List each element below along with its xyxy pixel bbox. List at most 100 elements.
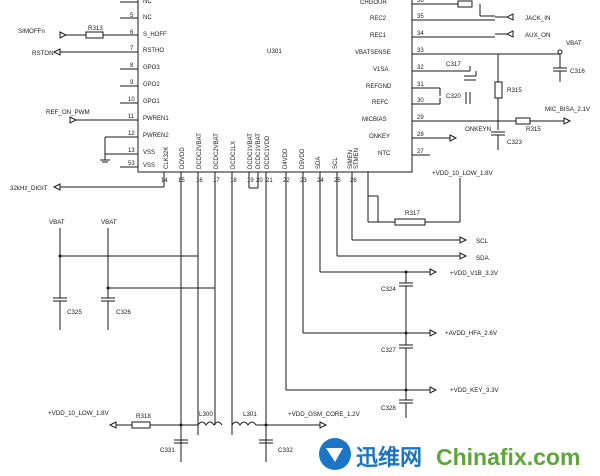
ic-left-pin-name: VSS (143, 150, 155, 156)
ic-left-pin-num: 6 (130, 30, 134, 36)
ic-right-pin-name: V1SA (373, 67, 388, 73)
net-label-key: +VDD_KEY_3.3V (450, 387, 500, 394)
ic-left-pin-num: 53 (128, 161, 135, 167)
arrow-icon (52, 183, 61, 191)
ic-right-pin-num: 31 (417, 82, 424, 88)
ic-left-pin-name: GPO2 (143, 82, 160, 88)
net-label-vdd10-top: +VDD_10_LOW_1.8V (432, 170, 494, 177)
ic-left-pin-num: 9 (130, 80, 134, 86)
ic-left-pin-name: NC (143, 15, 152, 21)
arrow-icon (459, 252, 468, 260)
ic-right-pin-num: 35 (417, 14, 424, 20)
net-label-vdd10-bottom: +VDD_10_LOW_1.8V (48, 410, 110, 417)
part-label-c324: C324 (381, 286, 396, 293)
watermark-backdrop (312, 432, 600, 476)
part-label-c327: C327 (381, 347, 396, 354)
ic-bottom-pin-name: D5VDD (300, 148, 306, 169)
ic-left-pin-num: 5 (130, 13, 134, 19)
vbat-terminal (557, 49, 563, 55)
ic-bottom-pin-num: 22 (283, 178, 290, 184)
part-label-r315-h: R315 (526, 126, 541, 133)
arrow-icon (563, 117, 572, 125)
ic-bottom-pin-num: 14 (161, 178, 168, 184)
ic-right-pin-name: REFC (372, 100, 389, 106)
ic-right-pin-num: 27 (417, 149, 424, 155)
ic-bottom-pin-num: 18 (230, 178, 237, 184)
ic-bottom-pin-num: 17 (213, 178, 220, 184)
arrow-icon (429, 386, 438, 394)
ic-left-pin-num: 10 (128, 97, 135, 103)
ic-right-pin-name: MICBIAS (362, 117, 387, 123)
net-label-clk: 32kHz_DIGIT (10, 185, 48, 192)
part-label-c328: C328 (381, 405, 396, 412)
part-label-c325: C325 (67, 309, 82, 316)
ic-bottom-pin-name: STMEN (354, 148, 360, 169)
arrow-icon (69, 116, 78, 124)
ic-bottom-pin-name: DCDC1VBAT (248, 133, 254, 169)
resistor-top (457, 0, 473, 8)
watermark-cn-text: 迅维网 (356, 445, 422, 470)
left-net-labels: SIMOFFn R313 RSTON REF_ON_PWM 32kHz_DIGI… (10, 25, 165, 192)
ic-left-pin-name: GPO1 (143, 99, 160, 105)
net-label-onkey: ONKEYN (465, 126, 491, 133)
inductor-l301 (231, 421, 257, 426)
ic-left-pin-name: PWREN2 (143, 133, 169, 139)
ic-bottom-pin-num: 19 (247, 178, 254, 184)
resistor-r315-v (494, 81, 503, 99)
ic-ref-label: U301 (267, 48, 282, 55)
ic-left-pin-name: S_HOFF (143, 32, 167, 38)
part-label-c323: C323 (507, 139, 522, 146)
ic-right-pin-num: 34 (417, 31, 424, 37)
ic-bottom-pin-num: 25 (334, 178, 341, 184)
arrow-icon (52, 48, 61, 56)
ic-left-pin-num: 8 (130, 63, 134, 69)
ic-right-pin-num: 30 (417, 98, 424, 104)
net-label-vbat-a: VBAT (49, 219, 65, 226)
part-label-c331: C331 (160, 447, 175, 454)
resistor-r313 (85, 31, 104, 39)
ic-right-pin-name: ONKEY (369, 134, 390, 140)
ic-bottom-pin-name: D4VDD (283, 148, 289, 169)
arrow-icon (505, 30, 514, 38)
part-label-r313: R313 (88, 25, 103, 32)
ic-right-pin-name: VBATSENSE (355, 50, 391, 56)
inductor-l300 (197, 421, 223, 426)
ic-right-pin-num: 33 (417, 48, 424, 54)
net-label-simoff: SIMOFFn (18, 28, 45, 35)
part-label-c326: C326 (116, 309, 131, 316)
ic-bottom-pin-name: DCDC2VBAT (214, 133, 220, 169)
ic-left-pin-name: PWREN1 (143, 116, 169, 122)
net-label-gsm: +VDD_GSM_CORE_1.2V (288, 411, 361, 418)
part-label-c332: C332 (278, 447, 293, 454)
resistor-r317 (394, 218, 426, 226)
part-label-l301: L301 (243, 411, 257, 418)
net-label-sda: SDA (476, 255, 490, 262)
ic-right-pin-num: 28 (417, 132, 424, 138)
part-label-r318: R318 (136, 413, 151, 420)
ic-bottom-pin-name: DCDC1LX (231, 141, 237, 169)
ic-left-pin-name: NC (143, 0, 152, 5)
ic-left-pin-num: 7 (130, 46, 134, 52)
net-label-mic: MIC_BISA_2.1V (545, 106, 591, 113)
arrow-icon (108, 421, 117, 429)
net-label-avdd: +AVDD_HFA_2.6V (445, 330, 498, 337)
part-label-c316: C316 (570, 68, 585, 75)
arrow-icon (429, 329, 438, 337)
arrow-icon (449, 134, 458, 142)
ic-left-pin-name: GPO3 (143, 65, 160, 71)
ic-bottom-pin-name: SDA (316, 157, 322, 169)
bottom-left-caps: VBAT C325 VBAT C326 (49, 219, 215, 330)
net-label-vib: +VDD_V1B_3.3V (450, 270, 499, 277)
ic-bottom-pin-names: CLK32K DOVDD DCDC2VBAT DCDC2VBAT DCDC1LX… (164, 133, 360, 169)
ic-bottom-pins: 14 15 16 17 18 19 20 21 22 23 24 25 26 C… (161, 133, 369, 462)
arrow-icon (459, 236, 468, 244)
ic-bottom-pin-name: SCL (333, 157, 339, 169)
arrow-icon (319, 421, 328, 429)
bottom-power: +VDD_10_LOW_1.8V R318 L300 L301 +VDD_GSM… (48, 410, 361, 454)
ic-right-pin-name: REFGND (366, 84, 392, 90)
ic-bottom-pin-name: DCDC1VBAT (256, 133, 262, 169)
part-label-r317: R317 (405, 210, 420, 217)
net-label-ref-on: REF_ON_PWM (46, 109, 90, 116)
ic-left-pin-num: 11 (128, 114, 135, 120)
